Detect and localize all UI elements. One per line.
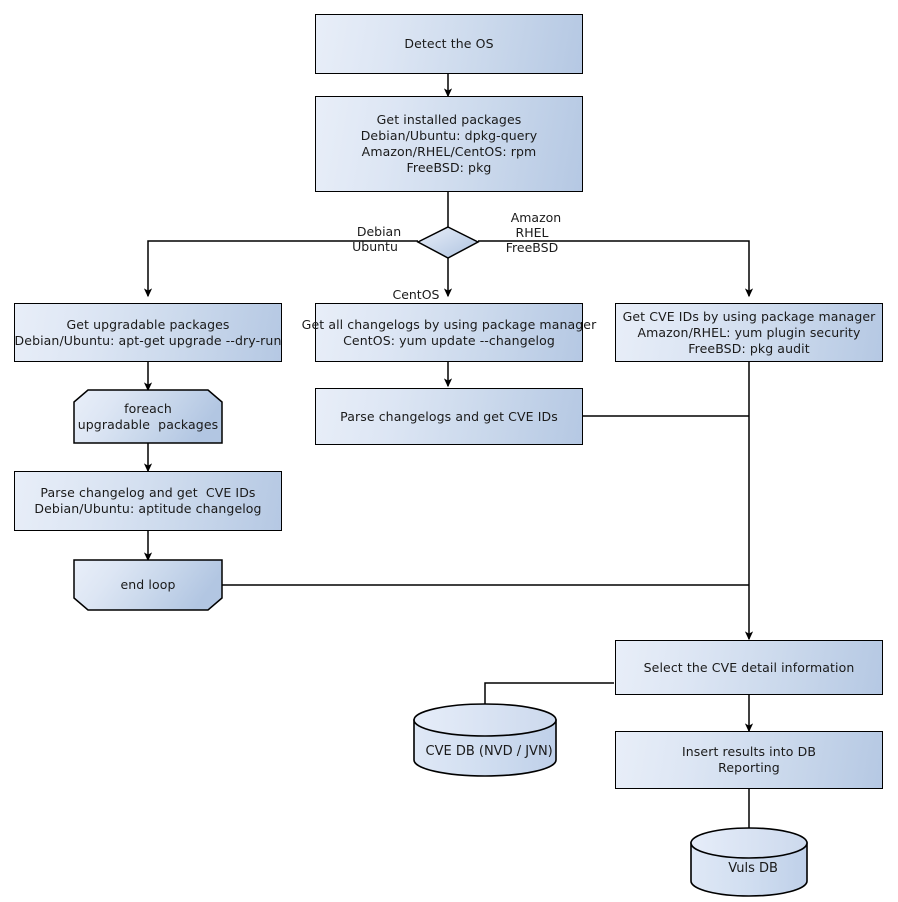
node-get-cve-ids-right[interactable]: Get CVE IDs by using package manager Ama…: [615, 303, 883, 362]
vuls-db-cylinder[interactable]: [690, 827, 808, 897]
node-insert-results-label: Insert results into DB Reporting: [682, 744, 816, 775]
node-insert-results[interactable]: Insert results into DB Reporting: [615, 731, 883, 789]
node-select-cve-detail-label: Select the CVE detail information: [643, 659, 855, 675]
edge-label-centos: CentOS: [392, 287, 440, 302]
node-foreach-loop-label: foreach upgradable packages: [77, 400, 219, 432]
vuls-db-label: Vuls DB: [728, 861, 778, 876]
node-end-loop[interactable]: end loop: [74, 560, 222, 610]
os-decision-diamond[interactable]: [416, 226, 480, 259]
edge-decision-bus-left: [143, 240, 418, 298]
edge-decision-bus-right: [478, 240, 754, 298]
foreach-loop-shape[interactable]: [73, 389, 223, 444]
node-parse-changelog-left-label: Parse changelog and get CVE IDs Debian/U…: [34, 485, 262, 516]
node-get-all-changelogs-label: Get all changelogs by using package mana…: [301, 316, 597, 348]
node-get-cve-ids-right-label: Get CVE IDs by using package manager Ama…: [622, 308, 876, 356]
node-get-installed-packages-label: Get installed packages Debian/Ubuntu: dp…: [360, 112, 538, 175]
node-get-all-changelogs[interactable]: Get all changelogs by using package mana…: [302, 303, 596, 362]
node-foreach-loop[interactable]: foreach upgradable packages: [74, 390, 222, 443]
edge-label-debian-ubuntu: Debian Ubuntu: [352, 224, 402, 254]
edge-cvedb-to-select: [484, 682, 614, 711]
end-loop-shape[interactable]: [73, 559, 223, 611]
node-detect-os-label: Detect the OS: [404, 36, 494, 51]
node-get-installed-packages[interactable]: Get installed packages Debian/Ubuntu: dp…: [315, 96, 583, 192]
connector-group: [143, 74, 754, 836]
node-detect-os[interactable]: Detect the OS: [315, 14, 583, 74]
node-parse-changelog-left[interactable]: Parse changelog and get CVE IDs Debian/U…: [14, 471, 282, 531]
node-parse-changelogs-mid[interactable]: Parse changelogs and get CVE IDs: [315, 388, 583, 445]
cve-db-label: CVE DB (NVD / JVN): [425, 744, 553, 759]
edge-label-amazon-rhel-freebsd: Amazon RHEL FreeBSD: [505, 210, 562, 255]
node-select-cve-detail[interactable]: Select the CVE detail information: [615, 640, 883, 695]
cve-db-cylinder[interactable]: [413, 703, 557, 777]
node-parse-changelogs-mid-label: Parse changelogs and get CVE IDs: [340, 408, 558, 424]
node-end-loop-label: end loop: [120, 577, 176, 592]
node-get-upgradable-packages-label: Get upgradable packages Debian/Ubuntu: a…: [14, 316, 282, 348]
node-get-upgradable-packages[interactable]: Get upgradable packages Debian/Ubuntu: a…: [14, 303, 282, 362]
